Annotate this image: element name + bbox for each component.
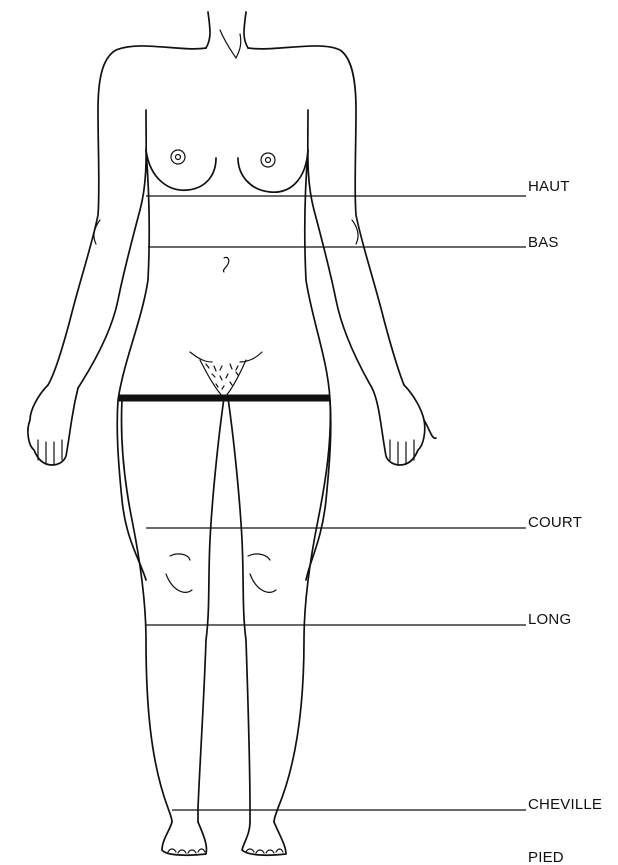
label-haut: HAUT [528,178,570,195]
label-cheville: CHEVILLE [528,796,602,813]
label-bas: BAS [528,234,559,251]
female-body-outline [28,12,436,855]
level-labels: HAUT BAS COURT LONG CHEVILLE PIED [528,178,602,865]
label-long: LONG [528,611,571,628]
label-court: COURT [528,514,582,531]
label-pied: PIED [528,849,564,865]
